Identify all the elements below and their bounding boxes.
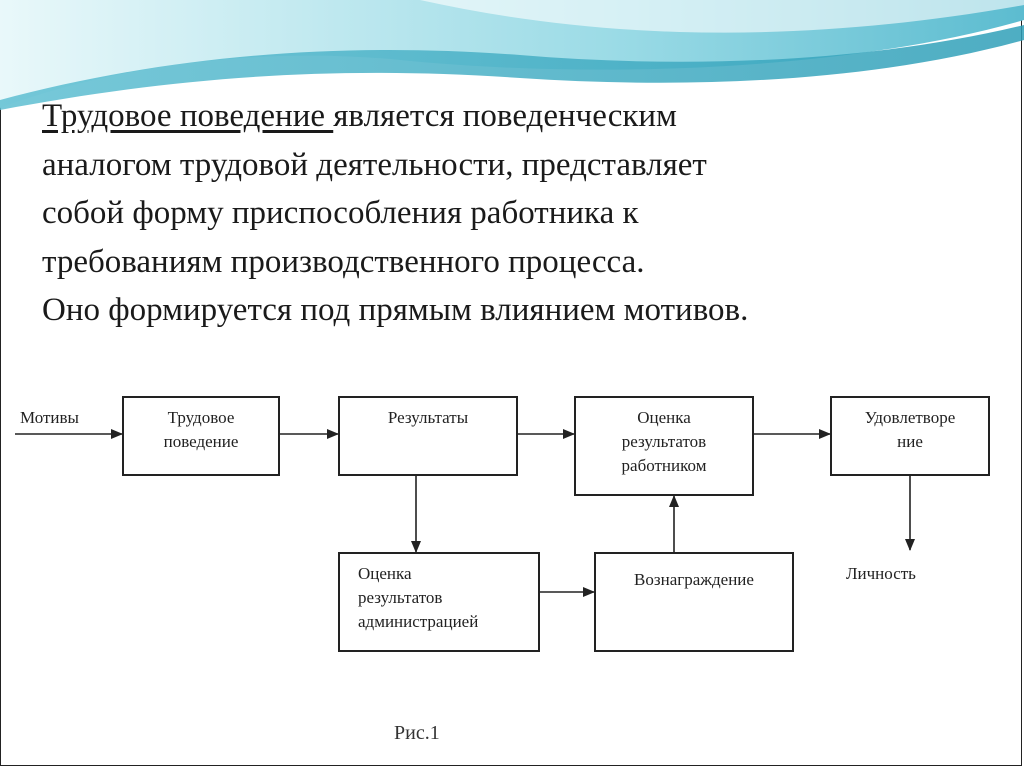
flow-diagram: Мотивы Трудовое поведение Результаты Оце… [0,370,1024,768]
intro-term: Трудовое поведение [42,98,334,134]
box-reward: Вознаграждение [594,552,794,652]
box-worker-assessment-label: Оценка результатов работником [621,408,707,475]
intro-line-1: Трудовое поведение является поведенчески… [42,92,1002,141]
intro-line-2: аналогом трудовой деятельности, представ… [42,146,707,183]
box-results-label: Результаты [387,408,469,427]
box-admin-assessment: Оценка результатов администрацией [338,552,540,652]
motives-label: Мотивы [20,408,79,427]
box-satisfaction: Удовлетворе ние [830,396,990,476]
header-wave-decoration [0,0,1024,110]
box-labor-behavior-label: Трудовое поведение [163,408,239,451]
intro-line-5: Оно формируется под прямым влиянием моти… [42,292,749,328]
intro-line-1-rest: является поведенческим [333,98,677,134]
intro-line-4: требованиям производственного процесса. [42,243,645,280]
box-admin-assessment-label: Оценка результатов администрацией [358,564,479,631]
box-reward-label: Вознаграждение [634,570,754,589]
box-labor-behavior: Трудовое поведение [122,396,280,476]
intro-line-3: собой форму приспособления работника к [42,195,639,231]
box-worker-assessment: Оценка результатов работником [574,396,754,496]
box-results: Результаты [338,396,518,476]
box-satisfaction-label: Удовлетворе ние [864,408,956,451]
personality-label: Личность [846,564,916,583]
intro-paragraph: Трудовое поведение является поведенчески… [42,92,1002,335]
figure-caption: Рис.1 [394,722,440,744]
diagram-connectors [15,429,915,597]
